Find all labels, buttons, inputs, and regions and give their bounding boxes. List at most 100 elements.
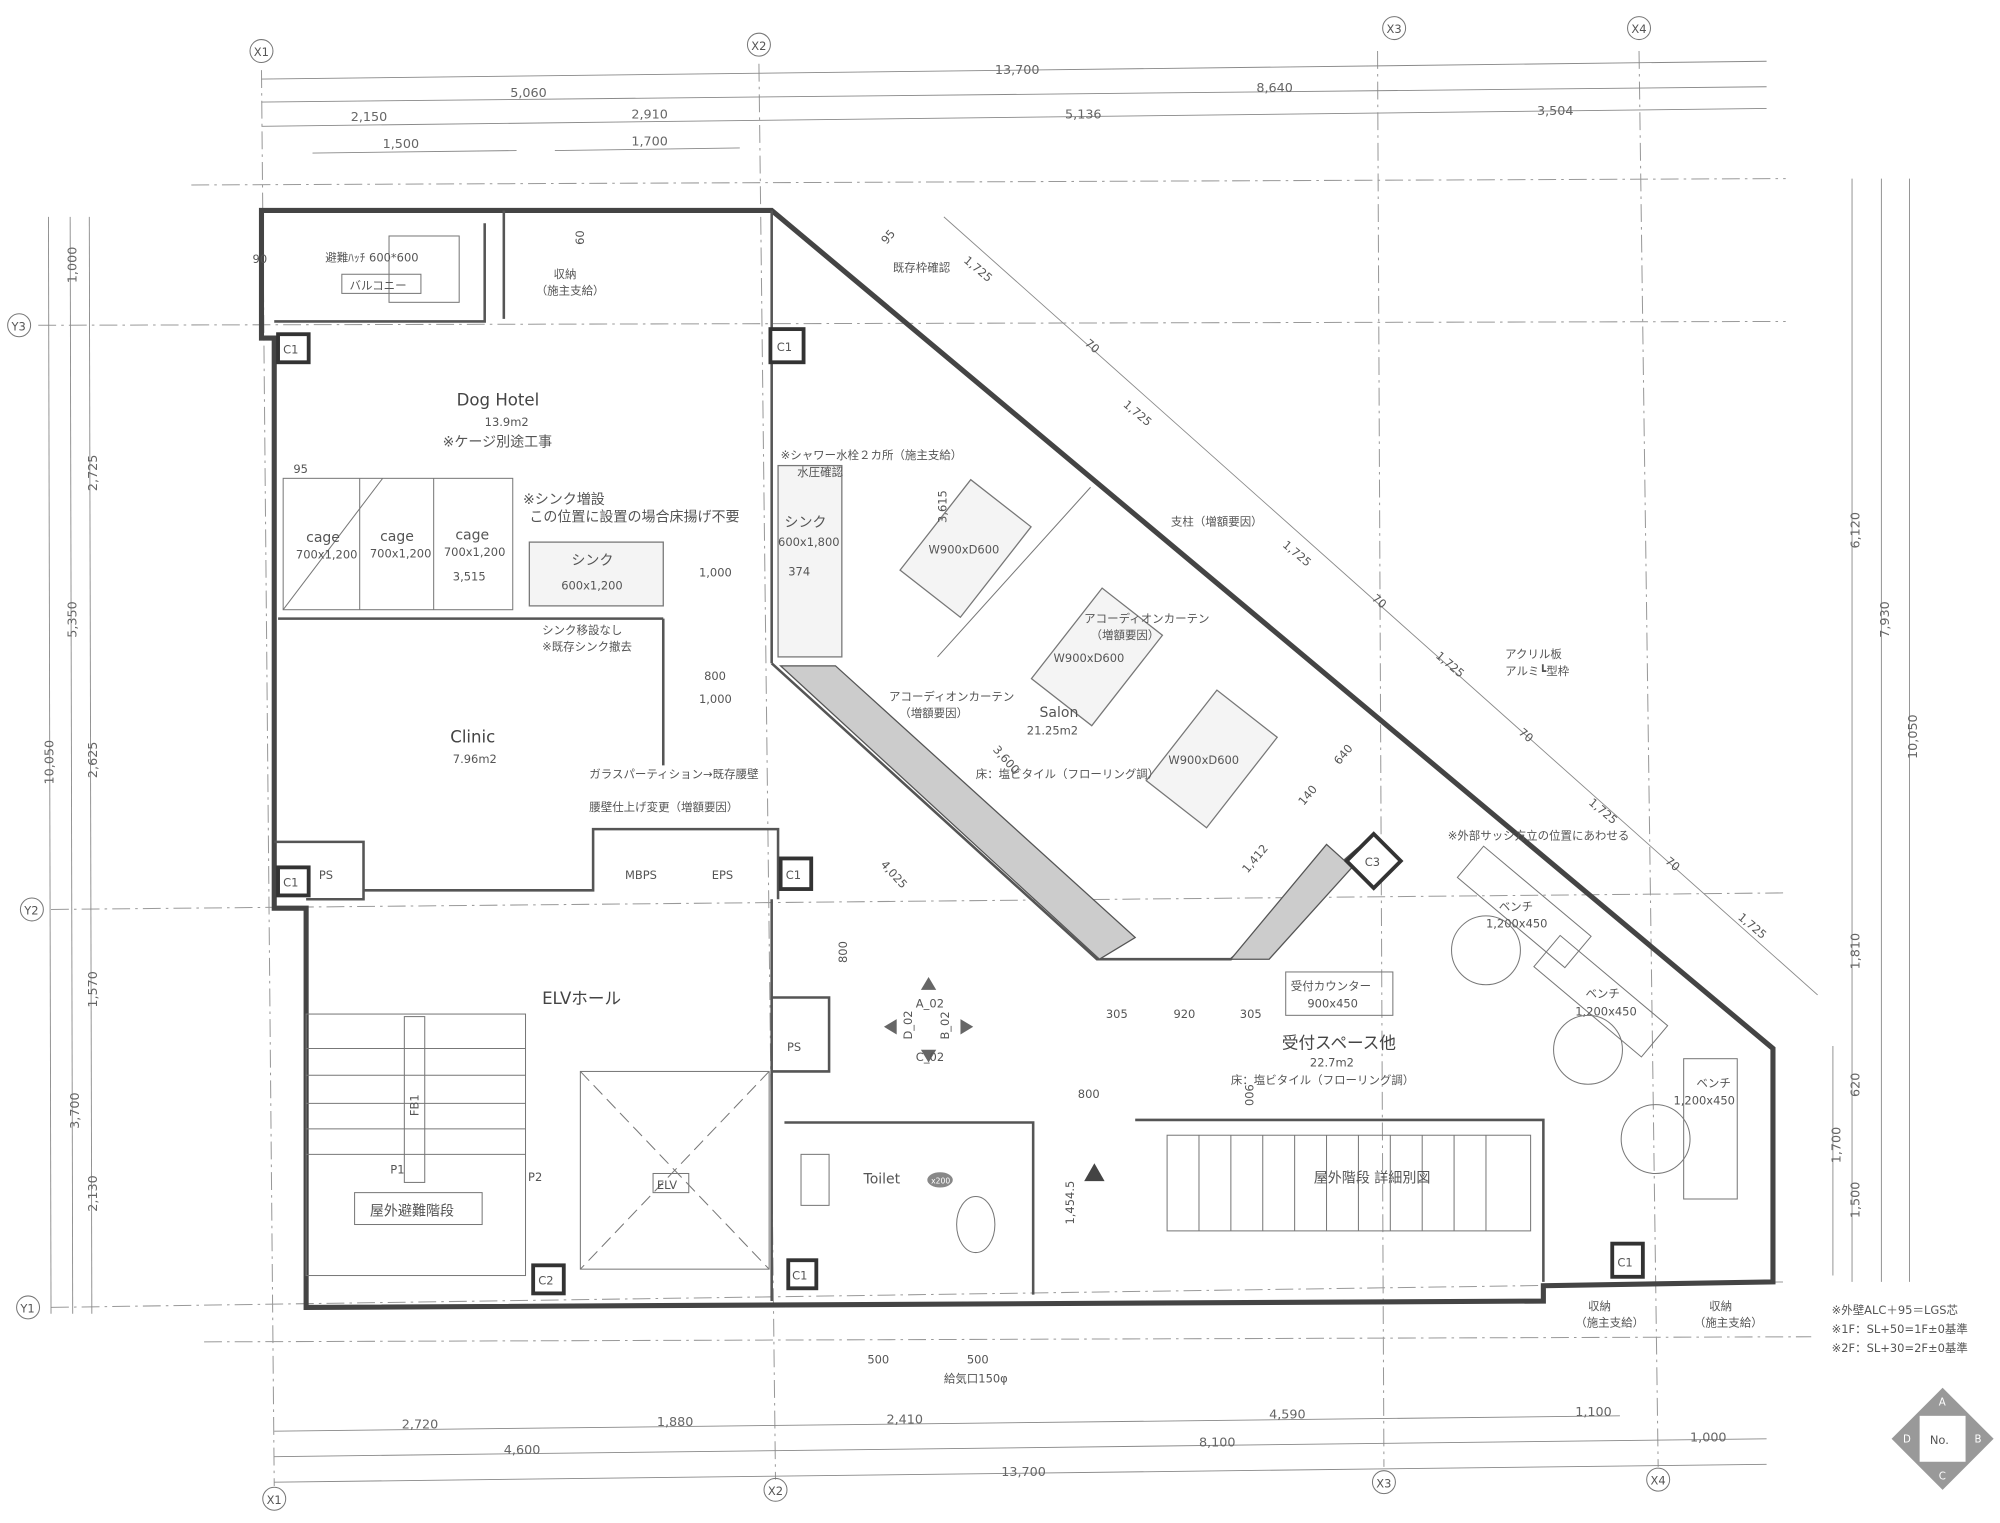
column-c1: C1 xyxy=(276,332,311,365)
sink-size: 600x1,200 xyxy=(561,578,623,592)
room-name-dog-hotel: Dog Hotel xyxy=(457,391,540,410)
svg-text:4,025: 4,025 xyxy=(878,857,910,891)
svg-text:70: 70 xyxy=(1663,854,1683,874)
svg-text:1,725: 1,725 xyxy=(1433,648,1467,680)
svg-text:C1: C1 xyxy=(786,868,801,882)
alu-frame-note: アルミ┗型枠 xyxy=(1505,664,1570,678)
svg-text:※1F：SL+50=1F±0基準: ※1F：SL+50=1F±0基準 xyxy=(1832,1322,1968,1336)
svg-text:3,615: 3,615 xyxy=(935,490,949,523)
column-c1: C1 xyxy=(786,1258,819,1291)
svg-text:5,060: 5,060 xyxy=(510,86,547,101)
room-area-clinic: 7.96m2 xyxy=(453,752,497,766)
table-label: W900xD600 xyxy=(1168,753,1239,767)
svg-text:X1: X1 xyxy=(267,1493,282,1507)
dim-800: 800 xyxy=(1078,1087,1100,1101)
svg-text:X4: X4 xyxy=(1631,22,1646,36)
dim-3515: 3,515 xyxy=(453,569,486,583)
grid-bubble-y3: Y3 xyxy=(7,313,32,338)
svg-text:2,910: 2,910 xyxy=(631,108,668,123)
svg-text:A: A xyxy=(1939,1398,1946,1409)
dim-95: 95 xyxy=(293,462,308,476)
cage-size: 700x1,200 xyxy=(370,546,432,560)
salon-tables: W900xD600 W900xD600 W900xD600 xyxy=(899,478,1279,829)
svg-text:X3: X3 xyxy=(1376,1476,1391,1490)
dimensions-left: 10,050 5,350 3,700 1,000 2,725 2,625 1,5… xyxy=(43,216,101,1314)
pressure-note: 水圧確認 xyxy=(797,465,843,479)
svg-text:1,000: 1,000 xyxy=(66,247,81,284)
grid-bubble-x3-bottom: X3 xyxy=(1371,1470,1396,1495)
bench-size: 1,200x450 xyxy=(1486,916,1548,930)
svg-text:8,100: 8,100 xyxy=(1199,1435,1236,1450)
general-notes: ※外壁ALC＋95＝LGS芯 ※1F：SL+50=1F±0基準 ※2F：SL+3… xyxy=(1832,1303,1968,1355)
svg-text:No.: No. xyxy=(1930,1433,1949,1447)
svg-text:X3: X3 xyxy=(1386,22,1401,36)
storage-note: （施主支給） xyxy=(1694,1316,1763,1330)
balcony-label: バルコニー xyxy=(349,279,406,293)
dim-90: 90 xyxy=(253,252,268,266)
svg-text:B: B xyxy=(1974,1435,1981,1446)
svg-text:C_02: C_02 xyxy=(916,1050,944,1064)
svg-text:10,050: 10,050 xyxy=(43,740,58,785)
svg-text:1,700: 1,700 xyxy=(631,134,668,149)
p2-label: P2 xyxy=(528,1170,542,1184)
svg-text:7,930: 7,930 xyxy=(1878,601,1893,638)
room-area-reception: 22.7m2 xyxy=(1310,1055,1354,1069)
accordion-curtain-note: アコーディオンカーテン xyxy=(889,689,1014,703)
svg-text:C1: C1 xyxy=(283,876,298,890)
evacuation-hatch-label: 避難ﾊｯﾁ 600*600 xyxy=(325,250,418,264)
room-note-dog-hotel: ※ケージ別途工事 xyxy=(443,433,553,450)
evacuation-hatch xyxy=(388,235,460,303)
sink-keep-note: シンク移設なし xyxy=(542,623,622,637)
svg-text:640: 640 xyxy=(1331,741,1356,767)
dim-920: 920 xyxy=(1173,1007,1195,1021)
cage-label: cage xyxy=(455,528,489,544)
dim-1454: 1,454.5 xyxy=(1063,1181,1077,1225)
toilet-tag xyxy=(927,1172,953,1188)
table-label: W900xD600 xyxy=(1054,651,1125,665)
svg-text:C: C xyxy=(1939,1472,1946,1483)
svg-text:1,810: 1,810 xyxy=(1849,933,1864,970)
air-inlet-note: 給気口150φ xyxy=(944,1372,1008,1386)
reception-counter xyxy=(1285,971,1394,1016)
column-c3: C3 xyxy=(1343,831,1404,891)
svg-text:1,000: 1,000 xyxy=(1690,1430,1727,1445)
dim-900: 900 xyxy=(1242,1084,1256,1106)
svg-text:※外壁ALC＋95＝LGS芯: ※外壁ALC＋95＝LGS芯 xyxy=(1832,1303,1958,1317)
svg-text:X2: X2 xyxy=(751,39,766,53)
svg-text:2,130: 2,130 xyxy=(86,1175,101,1212)
columns: C1 C1 C1 C1 C1 C1 C2 C3 xyxy=(276,327,1645,1296)
svg-text:2,725: 2,725 xyxy=(86,455,101,492)
svg-text:1,412: 1,412 xyxy=(1239,842,1271,876)
salon-hatched-wall-left xyxy=(778,665,1137,960)
room-floor-reception: 床：塩ビタイル（フローリング調） xyxy=(1231,1073,1414,1087)
svg-text:※2F：SL+30=2F±0基準: ※2F：SL+30=2F±0基準 xyxy=(1832,1341,1968,1355)
dim-500: 500 xyxy=(867,1353,889,1367)
svg-text:1,700: 1,700 xyxy=(1830,1127,1845,1164)
evac-stair: FB1 P1 P2 屋外避難階段 xyxy=(305,1013,542,1277)
entrance-triangle-icon xyxy=(1084,1163,1105,1182)
svg-text:2,625: 2,625 xyxy=(86,742,101,779)
svg-text:5,136: 5,136 xyxy=(1065,108,1102,123)
svg-text:1,570: 1,570 xyxy=(86,971,101,1008)
cage-label: cage xyxy=(380,529,414,545)
svg-text:2,150: 2,150 xyxy=(351,110,388,125)
grid-bubble-x3-top: X3 xyxy=(1382,16,1407,41)
svg-text:X2: X2 xyxy=(768,1484,783,1498)
sink-remove-note: ※既存シンク撤去 xyxy=(542,640,632,654)
balcony-label-box xyxy=(341,273,422,294)
washbasin xyxy=(800,1153,830,1206)
svg-text:C1: C1 xyxy=(283,342,298,356)
cages: cage 700x1,200 cage 700x1,200 cage 700x1… xyxy=(282,477,514,611)
outdoor-stair: 屋外階段 詳細別図 xyxy=(1166,1134,1532,1232)
cost-up-note: （増額要因） xyxy=(1091,628,1160,642)
pillar-note: 支柱（増額要因） xyxy=(1171,515,1263,529)
svg-text:C3: C3 xyxy=(1365,855,1380,869)
room-area-salon: 21.25m2 xyxy=(1027,724,1078,738)
room-name-clinic: Clinic xyxy=(450,727,495,746)
storage-label: 収納 xyxy=(1588,1299,1611,1313)
p1-label: P1 xyxy=(390,1162,404,1176)
room-name-elv-hall: ELVホール xyxy=(542,989,621,1008)
storage-note: （施主支給） xyxy=(1575,1316,1644,1330)
toilet-bowl xyxy=(956,1195,996,1254)
dim-374: 374 xyxy=(788,564,810,578)
